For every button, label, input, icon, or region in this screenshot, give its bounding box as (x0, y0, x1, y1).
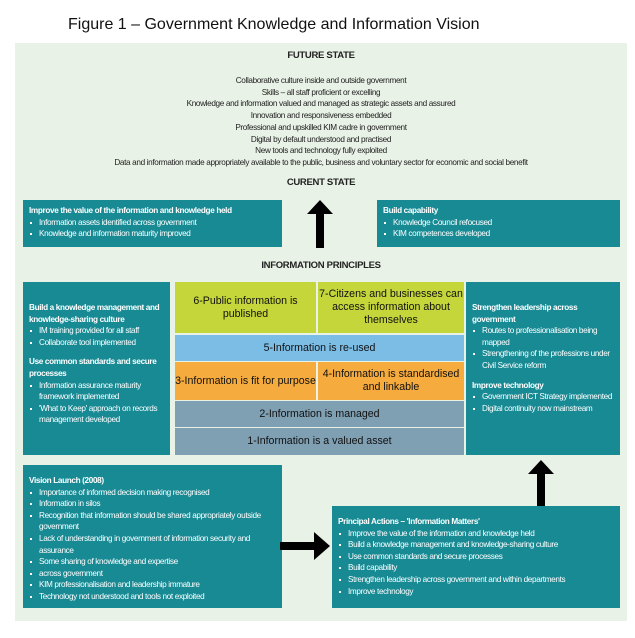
box-item: Routes to professionalisation being mapp… (472, 325, 614, 348)
box-item: Digital continuity now mainstream (472, 403, 614, 415)
current-state-heading: CURENT STATE (286, 177, 356, 188)
box-title: Use common standards and secure processe… (29, 357, 157, 378)
future-line: New tools and technology fully exploited (255, 146, 387, 156)
principle-6: 6-Public information is published (175, 282, 316, 333)
box-title: Improve technology (472, 380, 544, 390)
box-title: Build capability (383, 206, 438, 215)
box-item: Knowledge and information maturity impro… (29, 228, 276, 240)
future-line: Skills – all staff proficient or excelli… (261, 87, 381, 97)
future-line: Professional and upskilled KIM cadre in … (235, 122, 407, 132)
box-item: Use common standards and secure processe… (338, 551, 614, 563)
box-item: KIM professionalisation and leadership i… (29, 579, 276, 591)
principle-2: 2-Information is managed (175, 401, 464, 427)
box-item: Strengthen leadership across government … (338, 574, 614, 586)
vision-launch-box: Vision Launch (2008) Importance of infor… (23, 465, 282, 608)
box-item: Strengthening of the professions under C… (472, 348, 614, 371)
box-title: Principal Actions – 'Information Matters… (338, 517, 480, 526)
principle-5: 5-Information is re-used (175, 335, 464, 361)
mid-left-box: Build a knowledge management and knowled… (23, 282, 170, 455)
box-title: Strengthen leadership across government (472, 303, 578, 324)
box-title: Improve the value of the information and… (29, 206, 232, 215)
box-item: Information in silos (29, 498, 276, 510)
principle-1: 1-Information is a valued asset (175, 428, 464, 455)
box-item: across government (29, 568, 276, 580)
box-item: Build a knowledge management and knowled… (338, 539, 614, 551)
box-item: Government ICT Strategy implemented (472, 391, 614, 403)
box-item: Improve the value of the information and… (338, 528, 614, 540)
figure-title: Figure 1 – Government Knowledge and Info… (68, 16, 480, 33)
box-item: Recognition that information should be s… (29, 510, 276, 533)
future-line: Collaborative culture inside and outside… (235, 76, 407, 85)
arrow-up-icon (307, 200, 333, 248)
box-item: Importance of informed decision making r… (29, 487, 276, 499)
principal-actions-box: Principal Actions – 'Information Matters… (332, 506, 620, 608)
information-principles-heading: INFORMATION PRINCIPLES (261, 260, 381, 271)
box-item: Some sharing of knowledge and expertise (29, 556, 276, 568)
arrow-up-icon (528, 460, 554, 506)
mid-right-box: Strengthen leadership across government … (466, 282, 620, 455)
box-item: Information assets identified across gov… (29, 217, 276, 229)
box-title: Build a knowledge management and knowled… (29, 303, 160, 324)
future-line: Knowledge and information valued and man… (186, 99, 456, 109)
principle-3: 3-Information is fit for purpose (175, 362, 316, 400)
future-state-list: Collaborative culture inside and outside… (15, 75, 627, 169)
top-right-box: Build capability Knowledge Council refoc… (377, 200, 620, 247)
box-item: Information assurance maturity framework… (29, 380, 164, 403)
box-title: Vision Launch (2008) (29, 476, 104, 485)
box-item: Lack of understanding in government of i… (29, 533, 276, 556)
box-item: Collaborate tool implemented (29, 337, 164, 349)
future-line: Innovation and responsiveness embedded (250, 111, 392, 121)
box-item: Knowledge Council refocused (383, 217, 614, 229)
box-item: 'What to Keep' approach on records manag… (29, 403, 164, 426)
box-item: KIM competences developed (383, 228, 614, 240)
box-item: IM training provided for all staff (29, 325, 164, 337)
box-item: Improve technology (338, 586, 614, 598)
principle-4: 4-Information is standardised and linkab… (318, 362, 464, 400)
box-item: Build capability (338, 562, 614, 574)
future-line: Digital by default understood and practi… (250, 134, 392, 144)
box-item: Technology not understood and tools not … (29, 591, 276, 603)
future-state-heading: FUTURE STATE (287, 50, 355, 61)
future-line: Data and information made appropriately … (114, 157, 528, 167)
arrow-right-icon (280, 532, 330, 560)
top-left-box: Improve the value of the information and… (23, 200, 282, 247)
principle-7: 7-Citizens and businesses can access inf… (318, 282, 464, 333)
